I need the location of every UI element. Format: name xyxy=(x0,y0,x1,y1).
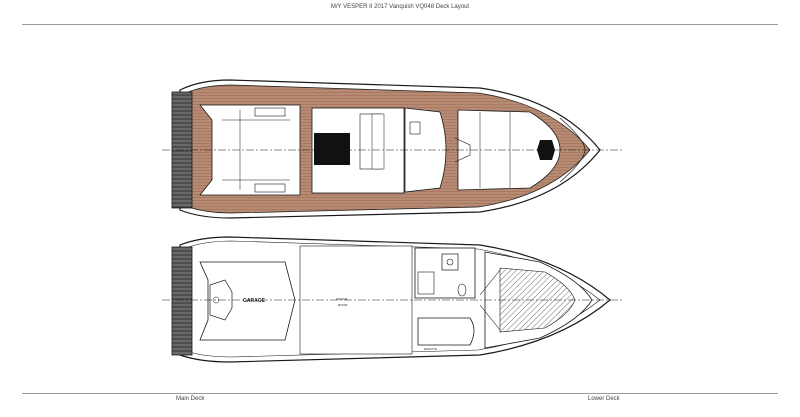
garage-area xyxy=(199,261,296,341)
cockpit-table xyxy=(314,133,350,165)
main-deck-plan xyxy=(162,79,624,219)
top-frame-line xyxy=(22,24,778,25)
lower-saloon xyxy=(417,317,475,346)
main-deck-caption: Main Deck xyxy=(176,396,205,402)
lower-deck-caption: Lower Deck xyxy=(588,396,620,402)
lower-swim-platform xyxy=(171,246,193,356)
bottom-frame-line xyxy=(22,393,778,394)
engine-label-1: ENGINE xyxy=(336,297,348,301)
toilet xyxy=(457,283,467,297)
cabin-note: ENSUITE xyxy=(424,347,437,351)
tender-outline xyxy=(209,279,233,321)
lower-deck-plan: GARAGE ENGINE ROOM ENSUITE xyxy=(162,236,624,363)
drawing-title: M/Y VESPER II 2017 Vanquish VQ048 Deck L… xyxy=(330,4,470,10)
engine-label-2: ROOM xyxy=(338,303,348,307)
garage-label: GARAGE xyxy=(243,298,266,304)
